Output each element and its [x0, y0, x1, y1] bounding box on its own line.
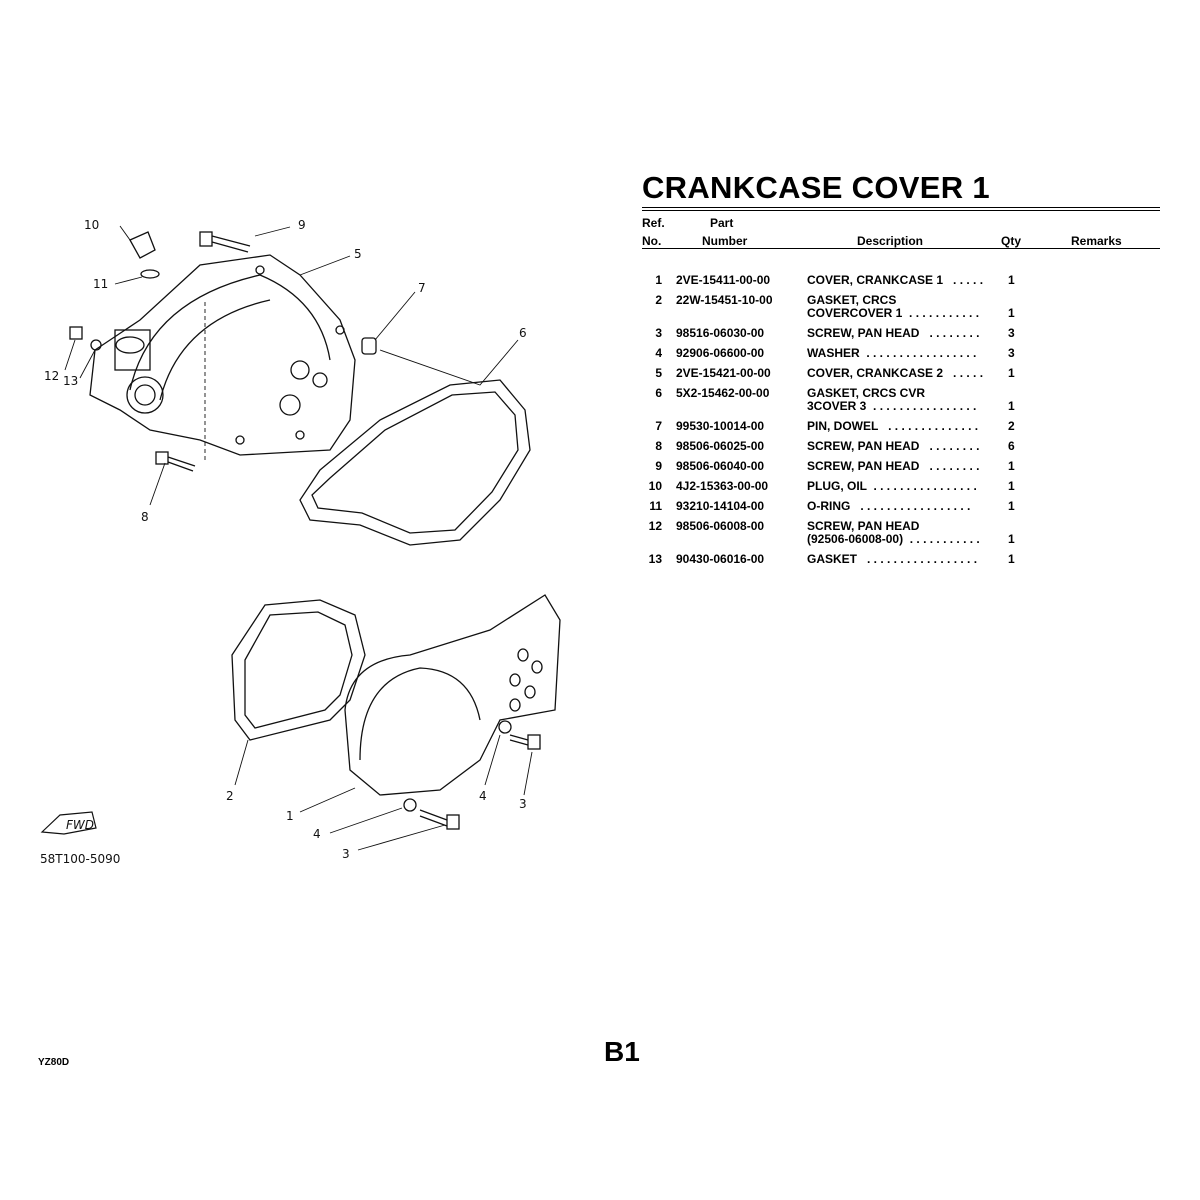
exploded-parts-diagram: 9 10 11 5 7 6 12 13 8 2 1 4 3 4 3 FWD 58…	[40, 218, 561, 866]
ref-number: 13	[648, 552, 662, 566]
description: GASKET, CRCS	[807, 293, 897, 307]
ref-number: 10	[648, 479, 662, 493]
description: WASHER . . . . . . . . . . . . . . . . .	[807, 346, 977, 360]
quantity: 6	[1008, 439, 1015, 453]
part-number: 98506-06040-00	[676, 459, 765, 473]
header-rule	[642, 248, 1160, 249]
part-number: 98506-06008-00	[676, 519, 765, 533]
ref-number: 11	[649, 499, 662, 513]
description: SCREW, PAN HEAD . . . . . . . .	[807, 326, 980, 340]
quantity: 1	[1008, 399, 1015, 413]
ref-number: 9	[655, 459, 662, 473]
ref-number: 2	[655, 293, 662, 307]
description: O-RING . . . . . . . . . . . . . . . . .	[807, 499, 971, 513]
gasket-6-drawing	[299, 379, 531, 546]
header-ref: Ref.	[642, 216, 665, 230]
ref-number: 4	[655, 346, 662, 360]
fwd-arrow-icon: FWD	[40, 811, 97, 835]
quantity: 3	[1008, 346, 1015, 360]
header-qty: Qty	[1001, 234, 1022, 248]
callout-2: 2	[226, 789, 234, 803]
ref-number: 3	[655, 326, 662, 340]
callout-7: 7	[418, 281, 426, 295]
part-number: 99530-10014-00	[676, 419, 765, 433]
ref-number: 5	[655, 366, 662, 380]
diagram-code: 58T100-5090	[40, 852, 120, 866]
quantity: 1	[1008, 499, 1015, 513]
description: SCREW, PAN HEAD . . . . . . . .	[807, 439, 980, 453]
header-description: Description	[857, 234, 924, 248]
header-remarks: Remarks	[1071, 234, 1122, 248]
part-number: 98506-06025-00	[676, 439, 765, 453]
callout-9: 9	[298, 218, 306, 232]
callout-10: 10	[84, 218, 99, 232]
quantity: 1	[1008, 532, 1015, 546]
quantity: 2	[1008, 419, 1015, 433]
quantity: 3	[1008, 326, 1015, 340]
ref-number: 6	[655, 386, 662, 400]
part-number: 2VE-15421-00-00	[676, 366, 771, 380]
description: COVER, CRANKCASE 1 . . . . .	[807, 273, 984, 287]
header-no: No.	[642, 234, 662, 248]
description: 3COVER 3 . . . . . . . . . . . . . . . .	[807, 399, 977, 413]
quantity: 1	[1008, 459, 1015, 473]
part-number: 93210-14104-00	[676, 499, 765, 513]
fwd-label: FWD	[66, 818, 94, 832]
ref-number: 7	[655, 419, 662, 433]
gasket-2-drawing	[231, 599, 366, 741]
callout-12: 12	[44, 369, 59, 383]
quantity: 1	[1008, 552, 1015, 566]
callout-5: 5	[354, 247, 362, 261]
description: SCREW, PAN HEAD . . . . . . . .	[807, 459, 980, 473]
crankcase-cover-1-drawing	[344, 594, 561, 796]
description: COVER, CRANKCASE 2 . . . . .	[807, 366, 984, 380]
description: PLUG, OIL . . . . . . . . . . . . . . . …	[807, 479, 977, 493]
model-code: YZ80D	[38, 1057, 70, 1068]
callout-13: 13	[63, 374, 78, 388]
ref-number: 1	[655, 273, 662, 287]
callout-3: 3	[519, 797, 527, 811]
quantity: 1	[1008, 479, 1015, 493]
description: SCREW, PAN HEAD	[807, 519, 920, 533]
part-number: 90430-06016-00	[676, 552, 765, 566]
callout-11: 11	[93, 277, 108, 291]
leader-lines	[64, 225, 533, 851]
header-part: Part	[710, 216, 734, 230]
ref-number: 12	[648, 519, 662, 533]
quantity: 1	[1008, 273, 1015, 287]
page-number: B1	[604, 1036, 640, 1067]
callout-8: 8	[141, 510, 149, 524]
page-title: CRANKCASE COVER 1	[642, 170, 990, 205]
part-number: 22W-15451-10-00	[676, 293, 773, 307]
description: (92506-06008-00) . . . . . . . . . . .	[807, 532, 980, 546]
part-number: 98516-06030-00	[676, 326, 765, 340]
callout-3b: 3	[342, 847, 350, 861]
description: GASKET . . . . . . . . . . . . . . . . .	[807, 552, 978, 566]
description: PIN, DOWEL . . . . . . . . . . . . . .	[807, 419, 979, 433]
callout-4b: 4	[313, 827, 321, 841]
header-number: Number	[702, 234, 748, 248]
crankcase-cover-2-drawing	[89, 254, 356, 456]
small-parts-drawing	[69, 231, 377, 472]
callout-1: 1	[286, 809, 294, 823]
description: COVERCOVER 1 . . . . . . . . . . .	[807, 306, 980, 320]
part-number: 5X2-15462-00-00	[676, 386, 770, 400]
title-rule	[642, 207, 1160, 211]
callout-6: 6	[519, 326, 527, 340]
part-number: 4J2-15363-00-00	[676, 479, 769, 493]
ref-number: 8	[655, 439, 662, 453]
quantity: 1	[1008, 366, 1015, 380]
quantity: 1	[1008, 306, 1015, 320]
description: GASKET, CRCS CVR	[807, 386, 926, 400]
part-number: 92906-06600-00	[676, 346, 765, 360]
part-number: 2VE-15411-00-00	[676, 273, 771, 287]
callout-4: 4	[479, 789, 487, 803]
